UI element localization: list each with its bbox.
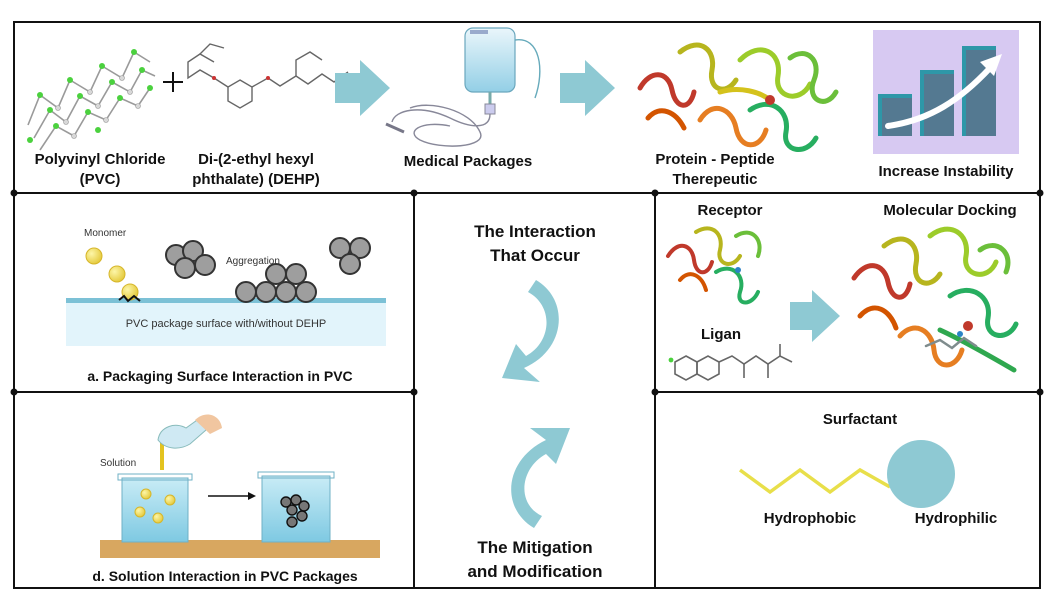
dehp-label: Di-(2-ethyl hexyl phthalate) (DEHP): [192, 151, 320, 188]
aggregate-cluster-2: [329, 237, 371, 275]
curved-arrow-down: [502, 280, 559, 382]
surface-interaction-image: [66, 237, 386, 346]
interaction-title-line2: That Occur: [490, 246, 580, 265]
aggregate-on-surface: [235, 263, 317, 303]
docking-complex-image: [851, 226, 1019, 373]
molecular-docking-label: Molecular Docking: [883, 202, 1017, 219]
protein-structure-image: [637, 42, 839, 152]
mitigation-title: The Mitigation and Modification: [430, 536, 640, 584]
medical-packages-label: Medical Packages: [403, 153, 533, 170]
cycle-arrows: [502, 280, 570, 528]
pvc-label: Polyvinyl Chloride (PVC): [34, 151, 166, 188]
monomer-ball: [108, 265, 126, 283]
solution-interaction-image: [100, 414, 380, 558]
arrow-right-1: [335, 60, 390, 116]
aggregates-in-solution: [280, 494, 310, 528]
monomer-ball: [85, 247, 103, 265]
instability-label: Increase Instability: [878, 163, 1014, 180]
surfactant-image: [738, 440, 955, 508]
hydrophobic-label: Hydrophobic: [763, 510, 857, 527]
mitigation-title-line1: The Mitigation: [477, 538, 593, 557]
aggregation-label: Aggregation: [226, 256, 280, 267]
mitigation-title-line2: and Modification: [467, 562, 603, 581]
dehp-structure-image: [187, 43, 349, 109]
pvc-surface: [66, 300, 386, 346]
hydrophilic-head: [887, 440, 955, 508]
iv-bag-image: [385, 27, 541, 147]
aggregate-cluster: [165, 240, 216, 279]
trend-arrow-icon: [885, 65, 993, 129]
frame: [13, 21, 1041, 589]
pvc-surface-label: PVC package surface with/without DEHP: [125, 318, 327, 330]
interaction-title-line1: The Interaction: [474, 222, 596, 241]
hand: [195, 414, 222, 434]
instability-chart-image: [873, 30, 1019, 154]
plus-sign: [163, 72, 183, 92]
outer-border: [13, 21, 1041, 589]
receptor-structure-image: [666, 226, 762, 305]
receptor-label: Receptor: [697, 202, 763, 219]
panel-d-caption: d. Solution Interaction in PVC Packages: [92, 568, 358, 584]
panel-a-caption: a. Packaging Surface Interaction in PVC: [87, 368, 353, 384]
hydrophilic-label: Hydrophilic: [914, 510, 998, 527]
curved-arrow-up: [511, 428, 570, 528]
hydrophobic-tail: [738, 467, 891, 495]
protein-label: Protein - Peptide Therepeutic: [655, 151, 775, 188]
surfactant-title: Surfactant: [822, 411, 898, 428]
ligand-structure-image: [668, 344, 793, 381]
arrow-right-docking: [790, 290, 840, 342]
monomer-label: Monomer: [84, 228, 127, 239]
solution-label: Solution: [100, 458, 137, 469]
interaction-title: The Interaction That Occur: [430, 220, 640, 268]
flow-arrows-top: [335, 60, 615, 116]
ligand-label: Ligan: [701, 326, 741, 343]
table-surface: [100, 540, 380, 558]
arrow-right-2: [560, 60, 615, 116]
frame-dots: [10, 189, 1044, 396]
pvc-molecule-image: [27, 49, 156, 151]
beaker-left: [121, 477, 189, 543]
